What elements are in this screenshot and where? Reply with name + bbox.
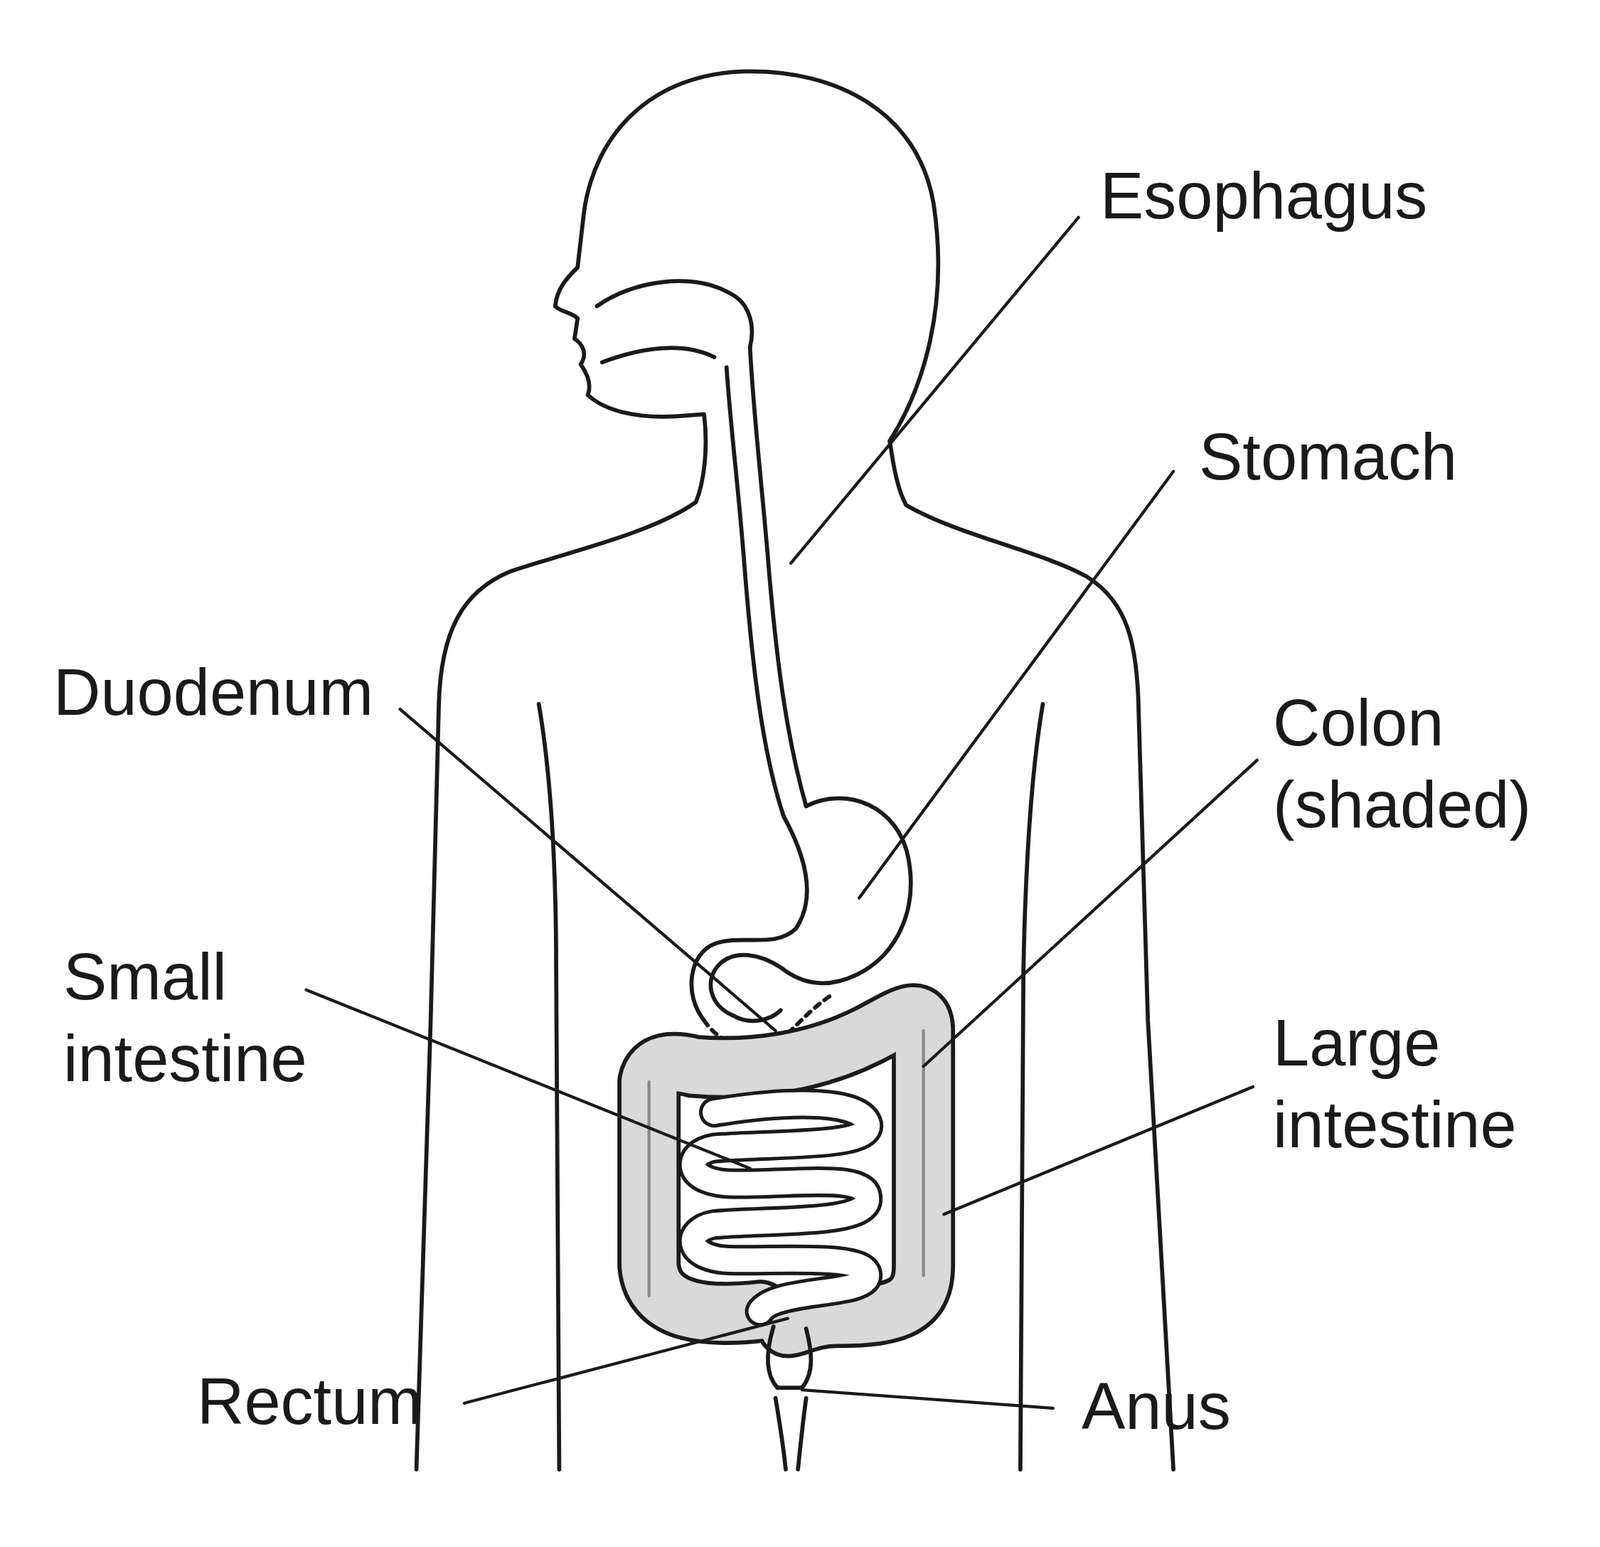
body-outline bbox=[416, 71, 939, 1470]
leader-line bbox=[790, 217, 1079, 564]
leader-line bbox=[802, 1389, 1054, 1408]
part-label: Stomach bbox=[1198, 416, 1458, 498]
oral-cavity-floor bbox=[602, 347, 715, 362]
arm-inner-right bbox=[1020, 704, 1044, 1470]
rectum bbox=[768, 1326, 812, 1388]
anus bbox=[777, 1385, 802, 1390]
leg-line bbox=[775, 1398, 807, 1470]
leader-line bbox=[306, 989, 751, 1169]
leader-line bbox=[859, 471, 1174, 899]
small-intestine-outline bbox=[693, 1103, 869, 1312]
leader-line bbox=[923, 760, 1258, 1066]
esophagus-tube bbox=[750, 347, 807, 807]
large-intestine-shading bbox=[649, 1014, 924, 1327]
part-label: Small intestine bbox=[63, 935, 384, 1100]
part-label: Rectum bbox=[196, 1360, 423, 1443]
leader-line bbox=[400, 708, 776, 1031]
esophagus-tube bbox=[726, 366, 784, 816]
stomach bbox=[710, 797, 911, 1015]
oral-cavity bbox=[596, 280, 752, 348]
part-label: Anus bbox=[1081, 1365, 1231, 1448]
part-label: Esophagus bbox=[1100, 155, 1428, 237]
leader-line bbox=[943, 1086, 1253, 1214]
small-intestine bbox=[693, 1103, 869, 1312]
stomach-inner bbox=[691, 816, 807, 1021]
large-intestine-outline bbox=[649, 1014, 924, 1327]
part-label: Colon (shaded) bbox=[1272, 681, 1593, 846]
part-label: Large intestine bbox=[1272, 1001, 1593, 1166]
leader-line bbox=[464, 1318, 788, 1404]
part-label: Duodenum bbox=[53, 651, 374, 734]
